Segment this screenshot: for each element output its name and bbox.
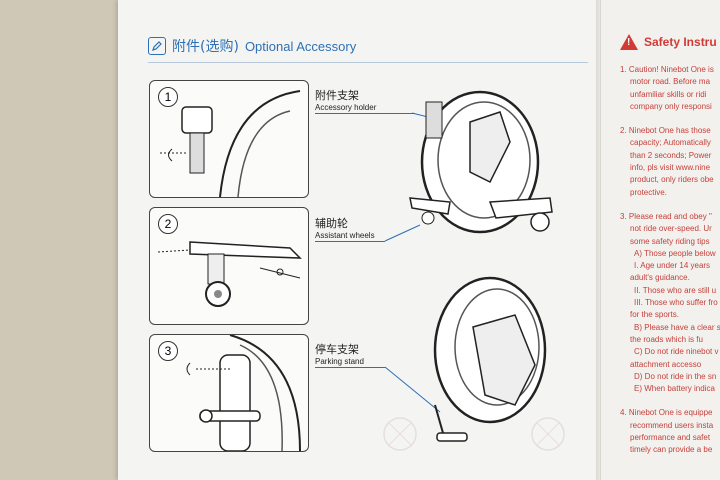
safety-line: protective. bbox=[630, 187, 667, 197]
safety-line: timely can provide a be bbox=[630, 445, 713, 455]
step-1-illustration: 1 bbox=[149, 80, 309, 198]
safety-line: I. Age under 14 years bbox=[634, 261, 711, 271]
title-divider bbox=[148, 62, 588, 63]
safety-line: for the sports. bbox=[630, 310, 679, 320]
safety-line: product, only riders obe bbox=[630, 175, 714, 185]
section-title-en: Optional Accessory bbox=[244, 38, 357, 54]
unicycle-with-accessories-drawing bbox=[409, 90, 553, 234]
leader-line bbox=[384, 366, 441, 413]
callout-label-en: Assistant wheels bbox=[315, 231, 375, 240]
step-number: 2 bbox=[158, 214, 178, 234]
safety-line: 1. Caution! Ninebot One is bbox=[620, 65, 714, 74]
safety-line: motor road. Before ma bbox=[630, 77, 711, 87]
safety-line: company only responsi bbox=[630, 101, 712, 111]
safety-line: II. Those who are still u bbox=[634, 285, 717, 295]
paragraph-gap bbox=[620, 395, 720, 407]
safety-line: 3. Please read and obey " bbox=[620, 211, 712, 221]
page-gutter bbox=[596, 0, 602, 480]
safety-line: the roads which is fu bbox=[630, 334, 703, 344]
callout-label-en: Parking stand bbox=[315, 357, 364, 366]
assistant-wheels-drawing bbox=[157, 241, 302, 307]
safety-line: than 2 seconds; Power bbox=[630, 150, 712, 160]
safety-title: Safety Instru bbox=[644, 35, 717, 49]
callout-assistant-wheels: 辅助轮 Assistant wheels bbox=[315, 215, 375, 240]
callout-parking-stand: 停车支架 Parking stand bbox=[315, 341, 364, 366]
step-3-illustration: 3 bbox=[149, 334, 309, 452]
safety-line: A) Those people below bbox=[634, 248, 716, 258]
callout-label-cn: 辅助轮 bbox=[315, 217, 348, 230]
safety-instructions: 1. Caution! Ninebot One is motor road. Be… bbox=[620, 64, 720, 457]
leader-line bbox=[384, 224, 421, 242]
leader-line bbox=[315, 113, 415, 114]
safety-line: info, pls visit www.nine bbox=[630, 163, 711, 173]
paragraph-gap bbox=[620, 199, 720, 211]
safety-line: capacity; Automatically bbox=[630, 138, 711, 148]
callout-label-cn: 附件支架 bbox=[315, 89, 359, 102]
callout-label-cn: 停车支架 bbox=[315, 343, 359, 356]
safety-line: unfamiliar skills or ridi bbox=[630, 89, 707, 99]
safety-line: not ride over-speed. Ur bbox=[630, 224, 712, 234]
safety-line: adult's guidance. bbox=[630, 273, 690, 283]
step-number: 1 bbox=[158, 87, 178, 107]
warning-icon: ! bbox=[620, 34, 638, 50]
safety-line: D) Do not ride in the sn bbox=[634, 371, 717, 381]
unicycle-parked-drawing bbox=[433, 276, 547, 442]
safety-line: III. Those who suffer fro bbox=[634, 298, 718, 308]
safety-line: 4. Ninebot One is equippe bbox=[620, 408, 713, 418]
safety-line: 2. Ninebot One has those bbox=[620, 126, 711, 136]
parking-stand-drawing bbox=[186, 335, 301, 451]
section-title-cn: 附件(选购) bbox=[172, 39, 239, 55]
leader-line bbox=[315, 367, 385, 368]
safety-line: performance and safet bbox=[630, 433, 711, 443]
pencil-icon bbox=[148, 37, 166, 55]
leader-line bbox=[315, 241, 385, 242]
manual-page-right bbox=[600, 0, 720, 480]
paragraph-gap bbox=[620, 113, 720, 125]
safety-line: attachment accesso bbox=[630, 359, 702, 369]
watermark-marks bbox=[383, 417, 565, 451]
accessory-holder-drawing bbox=[160, 90, 301, 197]
callout-accessory-holder: 附件支架 Accessory holder bbox=[315, 87, 376, 112]
step-2-illustration: 2 bbox=[149, 207, 309, 325]
safety-line: E) When battery indica bbox=[634, 384, 715, 394]
section-title: 附件(选购) Optional Accessory bbox=[148, 36, 356, 56]
safety-header: ! Safety Instru bbox=[620, 34, 717, 50]
safety-line: B) Please have a clear s bbox=[634, 322, 720, 332]
callout-label-en: Accessory holder bbox=[315, 103, 377, 112]
safety-line: recommend users insta bbox=[630, 420, 714, 430]
step-number: 3 bbox=[158, 341, 178, 361]
safety-line: some safety riding tips bbox=[630, 236, 710, 246]
safety-line: C) Do not ride ninebot v bbox=[634, 347, 719, 357]
